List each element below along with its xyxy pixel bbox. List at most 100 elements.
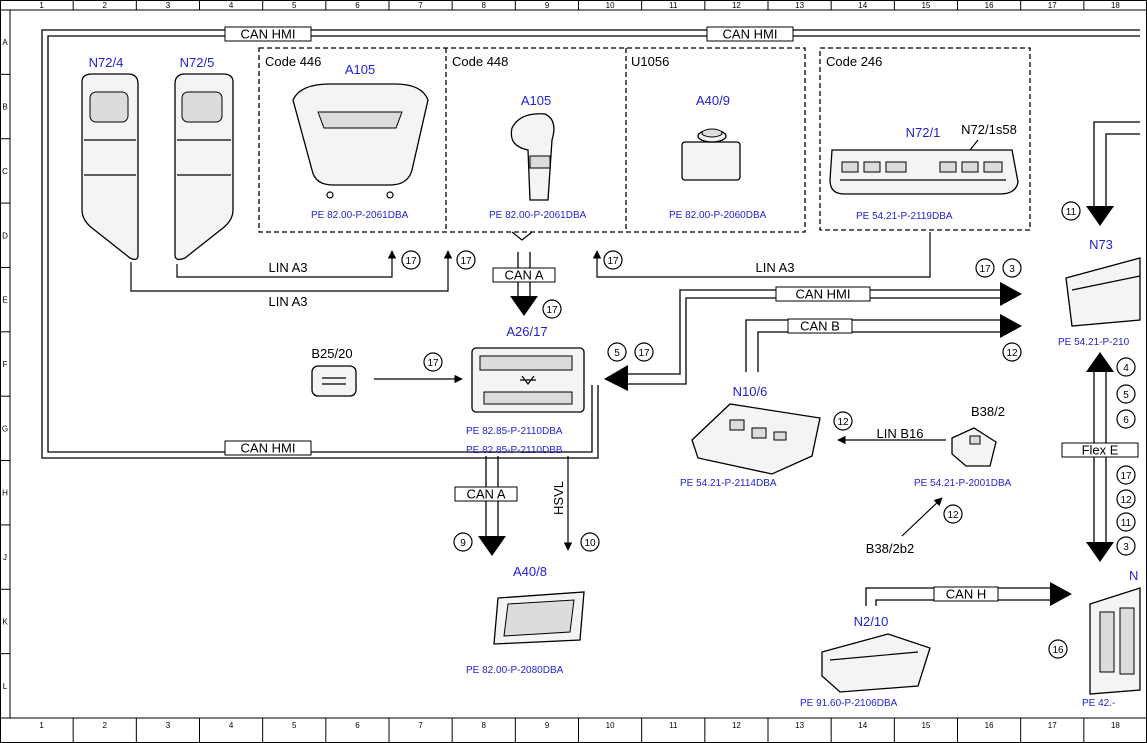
column-number-bottom: 2 [103,721,108,730]
can-b-label: CAN B [800,319,840,334]
code-448-label: Code 448 [452,54,508,69]
column-number-bottom: 15 [921,721,930,730]
a105-reference-2: PE 82.00-P-2061DBA [489,210,587,221]
n-partial-module [1089,587,1141,695]
column-number-bottom: 10 [606,721,615,730]
n73-link [1086,121,1140,226]
code-246-label: Code 246 [826,54,882,69]
column-number-top: 8 [482,1,487,10]
svg-text:11: 11 [1121,518,1132,529]
svg-text:9: 9 [460,538,466,549]
row-letter: C [2,167,8,176]
can-a-lower: CAN A [454,456,518,556]
svg-text:12: 12 [837,417,849,428]
column-number-bottom: 11 [669,721,678,730]
can-a-upper: CAN A [492,252,556,316]
marker-12-d: 12 [1116,489,1136,509]
column-number-top: 6 [355,1,360,10]
marker-11-a: 11 [1061,201,1081,221]
can-a-label-1: CAN A [504,268,543,283]
row-letter: A [2,38,8,47]
can-hmi-bus: CAN HMI CAN HMI CAN HMI [41,26,1140,459]
b38-2-label: B38/2 [971,404,1005,419]
code-446-label: Code 446 [265,54,321,69]
column-number-bottom: 12 [732,721,741,730]
a105-label-2: A105 [521,93,551,108]
a105-selector-lever [510,113,555,201]
a40-8-display [493,591,585,645]
row-letter: G [2,424,8,433]
flex-e-bus: Flex E [1061,352,1139,562]
can-b-bus: CAN B [745,314,1022,372]
svg-text:17: 17 [979,264,991,275]
column-number-top: 13 [795,1,804,10]
can-hmi-label-right: CAN HMI [796,287,851,302]
n2-10-module [821,633,931,693]
column-number-bottom: 13 [795,721,804,730]
a105-label-1: A105 [345,62,375,77]
row-letter: E [2,296,7,305]
a26-17-reference-1: PE 82.85-P-2110DBA [466,426,563,437]
row-letter: D [2,231,8,240]
marker-12-c: 12 [943,504,963,524]
n10-6-reference: PE 54.21-P-2114DBA [680,478,777,489]
column-number-top: 12 [732,1,741,10]
b38-2-reference: PE 54.21-P-2001DBA [914,478,1012,489]
marker-17-f: 17 [634,342,654,362]
n72-1-control-panel [829,149,1019,195]
lin-a3-label-1: LIN A3 [268,260,307,275]
row-letter: F [3,360,8,369]
svg-text:6: 6 [1123,415,1129,426]
lin-b16-label: LIN B16 [877,426,924,441]
n73-reference: PE 54.21-P-210 [1058,337,1130,348]
column-number-top: 9 [545,1,550,10]
lin-a3-label-2: LIN A3 [268,294,307,309]
column-number-bottom: 3 [166,721,171,730]
a105-overhead-panel [292,83,429,199]
svg-text:17: 17 [607,256,619,267]
n10-6-module [691,403,821,475]
column-number-top: 15 [921,1,930,10]
n73-module [1065,257,1141,327]
n2-10-label: N2/10 [854,614,889,629]
option-group-box [258,47,806,241]
n72-1-reference: PE 54.21-P-2119DBA [856,211,953,222]
row-letter: L [3,682,8,691]
marker-11-b: 11 [1116,512,1136,532]
svg-text:3: 3 [1123,542,1129,553]
can-hmi-label-top-left: CAN HMI [241,27,296,42]
svg-text:5: 5 [614,348,620,359]
marker-17-b: 17 [456,250,476,270]
n72-5-switch-panel [174,73,234,261]
a40-9-controller [681,128,741,181]
a105-reference-1: PE 82.00-P-2061DBA [311,210,409,221]
column-number-top: 18 [1111,1,1120,10]
row-letter: B [2,103,7,112]
column-number-top: 5 [292,1,297,10]
can-a-label-2: CAN A [466,487,505,502]
b38-2b2-label: B38/2b2 [866,541,914,556]
column-number-bottom: 9 [545,721,550,730]
n10-6-label: N10/6 [733,384,768,399]
svg-text:17: 17 [1120,471,1132,482]
marker-12-a: 12 [1002,342,1022,362]
b25-20-label: B25/20 [311,346,352,361]
lin-a3-lines: LIN A3 LIN A3 LIN A3 [130,232,931,309]
svg-text:11: 11 [1066,207,1077,218]
svg-text:3: 3 [1009,264,1015,275]
n-partial-reference: PE 42.- [1082,698,1115,709]
marker-3-b: 3 [1116,536,1136,556]
can-hmi-label-top-right: CAN HMI [723,27,778,42]
column-number-bottom: 16 [985,721,994,730]
column-number-top: 11 [669,1,678,10]
column-number-bottom: 14 [858,721,867,730]
marker-17-h: 17 [1116,465,1136,485]
marker-17-g: 17 [423,352,443,372]
svg-text:17: 17 [427,358,439,369]
column-number-top: 17 [1048,1,1057,10]
svg-text:12: 12 [1120,495,1132,506]
